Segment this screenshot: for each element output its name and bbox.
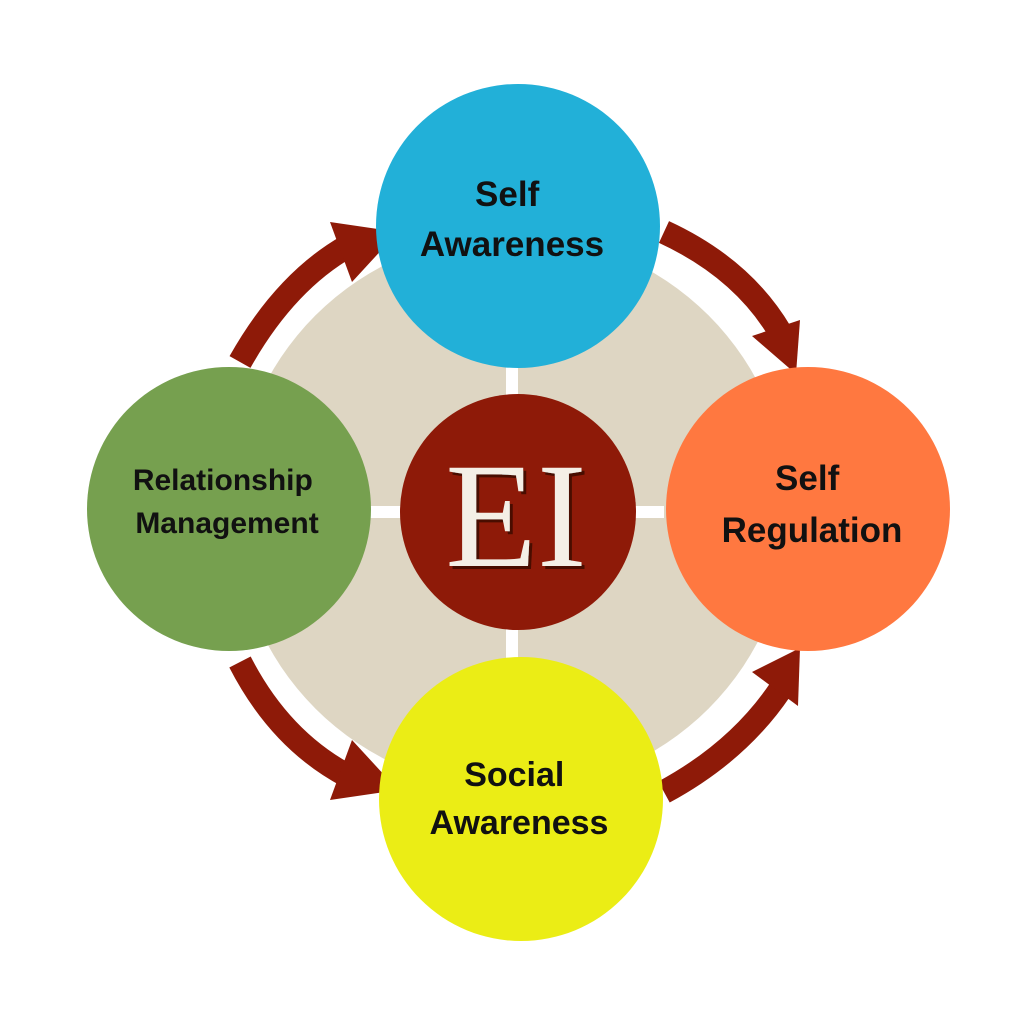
self-awareness-label-line-2: Awareness bbox=[420, 225, 604, 264]
social-awareness-circle bbox=[379, 657, 663, 941]
arrow-relationship-to-social bbox=[229, 656, 354, 787]
arrow-relationship-to-selfawareness bbox=[229, 235, 355, 368]
svg-text:Self Regulation: Self Regulation bbox=[722, 459, 903, 550]
svg-text:Relationship Managemen: Relationship Management bbox=[133, 464, 321, 540]
center-label: EI bbox=[445, 433, 587, 599]
svg-text:Social Awareness: Social Awareness bbox=[430, 756, 609, 842]
arrow-selfawareness-to-regulation bbox=[658, 221, 791, 339]
svg-text:Self Awareness: Self Awareness bbox=[420, 175, 604, 264]
node-relationship-management: Relationship Management bbox=[87, 367, 371, 651]
self-awareness-label-line-1: Self bbox=[475, 175, 540, 214]
social-awareness-label-line-2: Awareness bbox=[430, 804, 609, 842]
arrowhead-top-right bbox=[752, 320, 800, 374]
center-circle bbox=[400, 394, 636, 630]
social-awareness-label-line-1: Social bbox=[464, 756, 564, 794]
node-self-regulation: Self Regulation bbox=[666, 367, 950, 651]
self-regulation-label-line-1: Self bbox=[775, 459, 840, 498]
relationship-management-label-line-1: Relationship bbox=[133, 464, 313, 497]
self-awareness-circle bbox=[376, 84, 660, 368]
arrowhead-bottom-right bbox=[752, 648, 800, 706]
relationship-management-label-line-2: Management bbox=[135, 507, 318, 540]
self-regulation-circle bbox=[666, 367, 950, 651]
relationship-management-circle bbox=[87, 367, 371, 651]
arrow-social-to-regulation bbox=[658, 683, 790, 803]
node-social-awareness: Social Awareness bbox=[379, 657, 663, 941]
node-self-awareness: Self Awareness bbox=[376, 84, 660, 368]
self-regulation-label-line-2: Regulation bbox=[722, 511, 903, 550]
